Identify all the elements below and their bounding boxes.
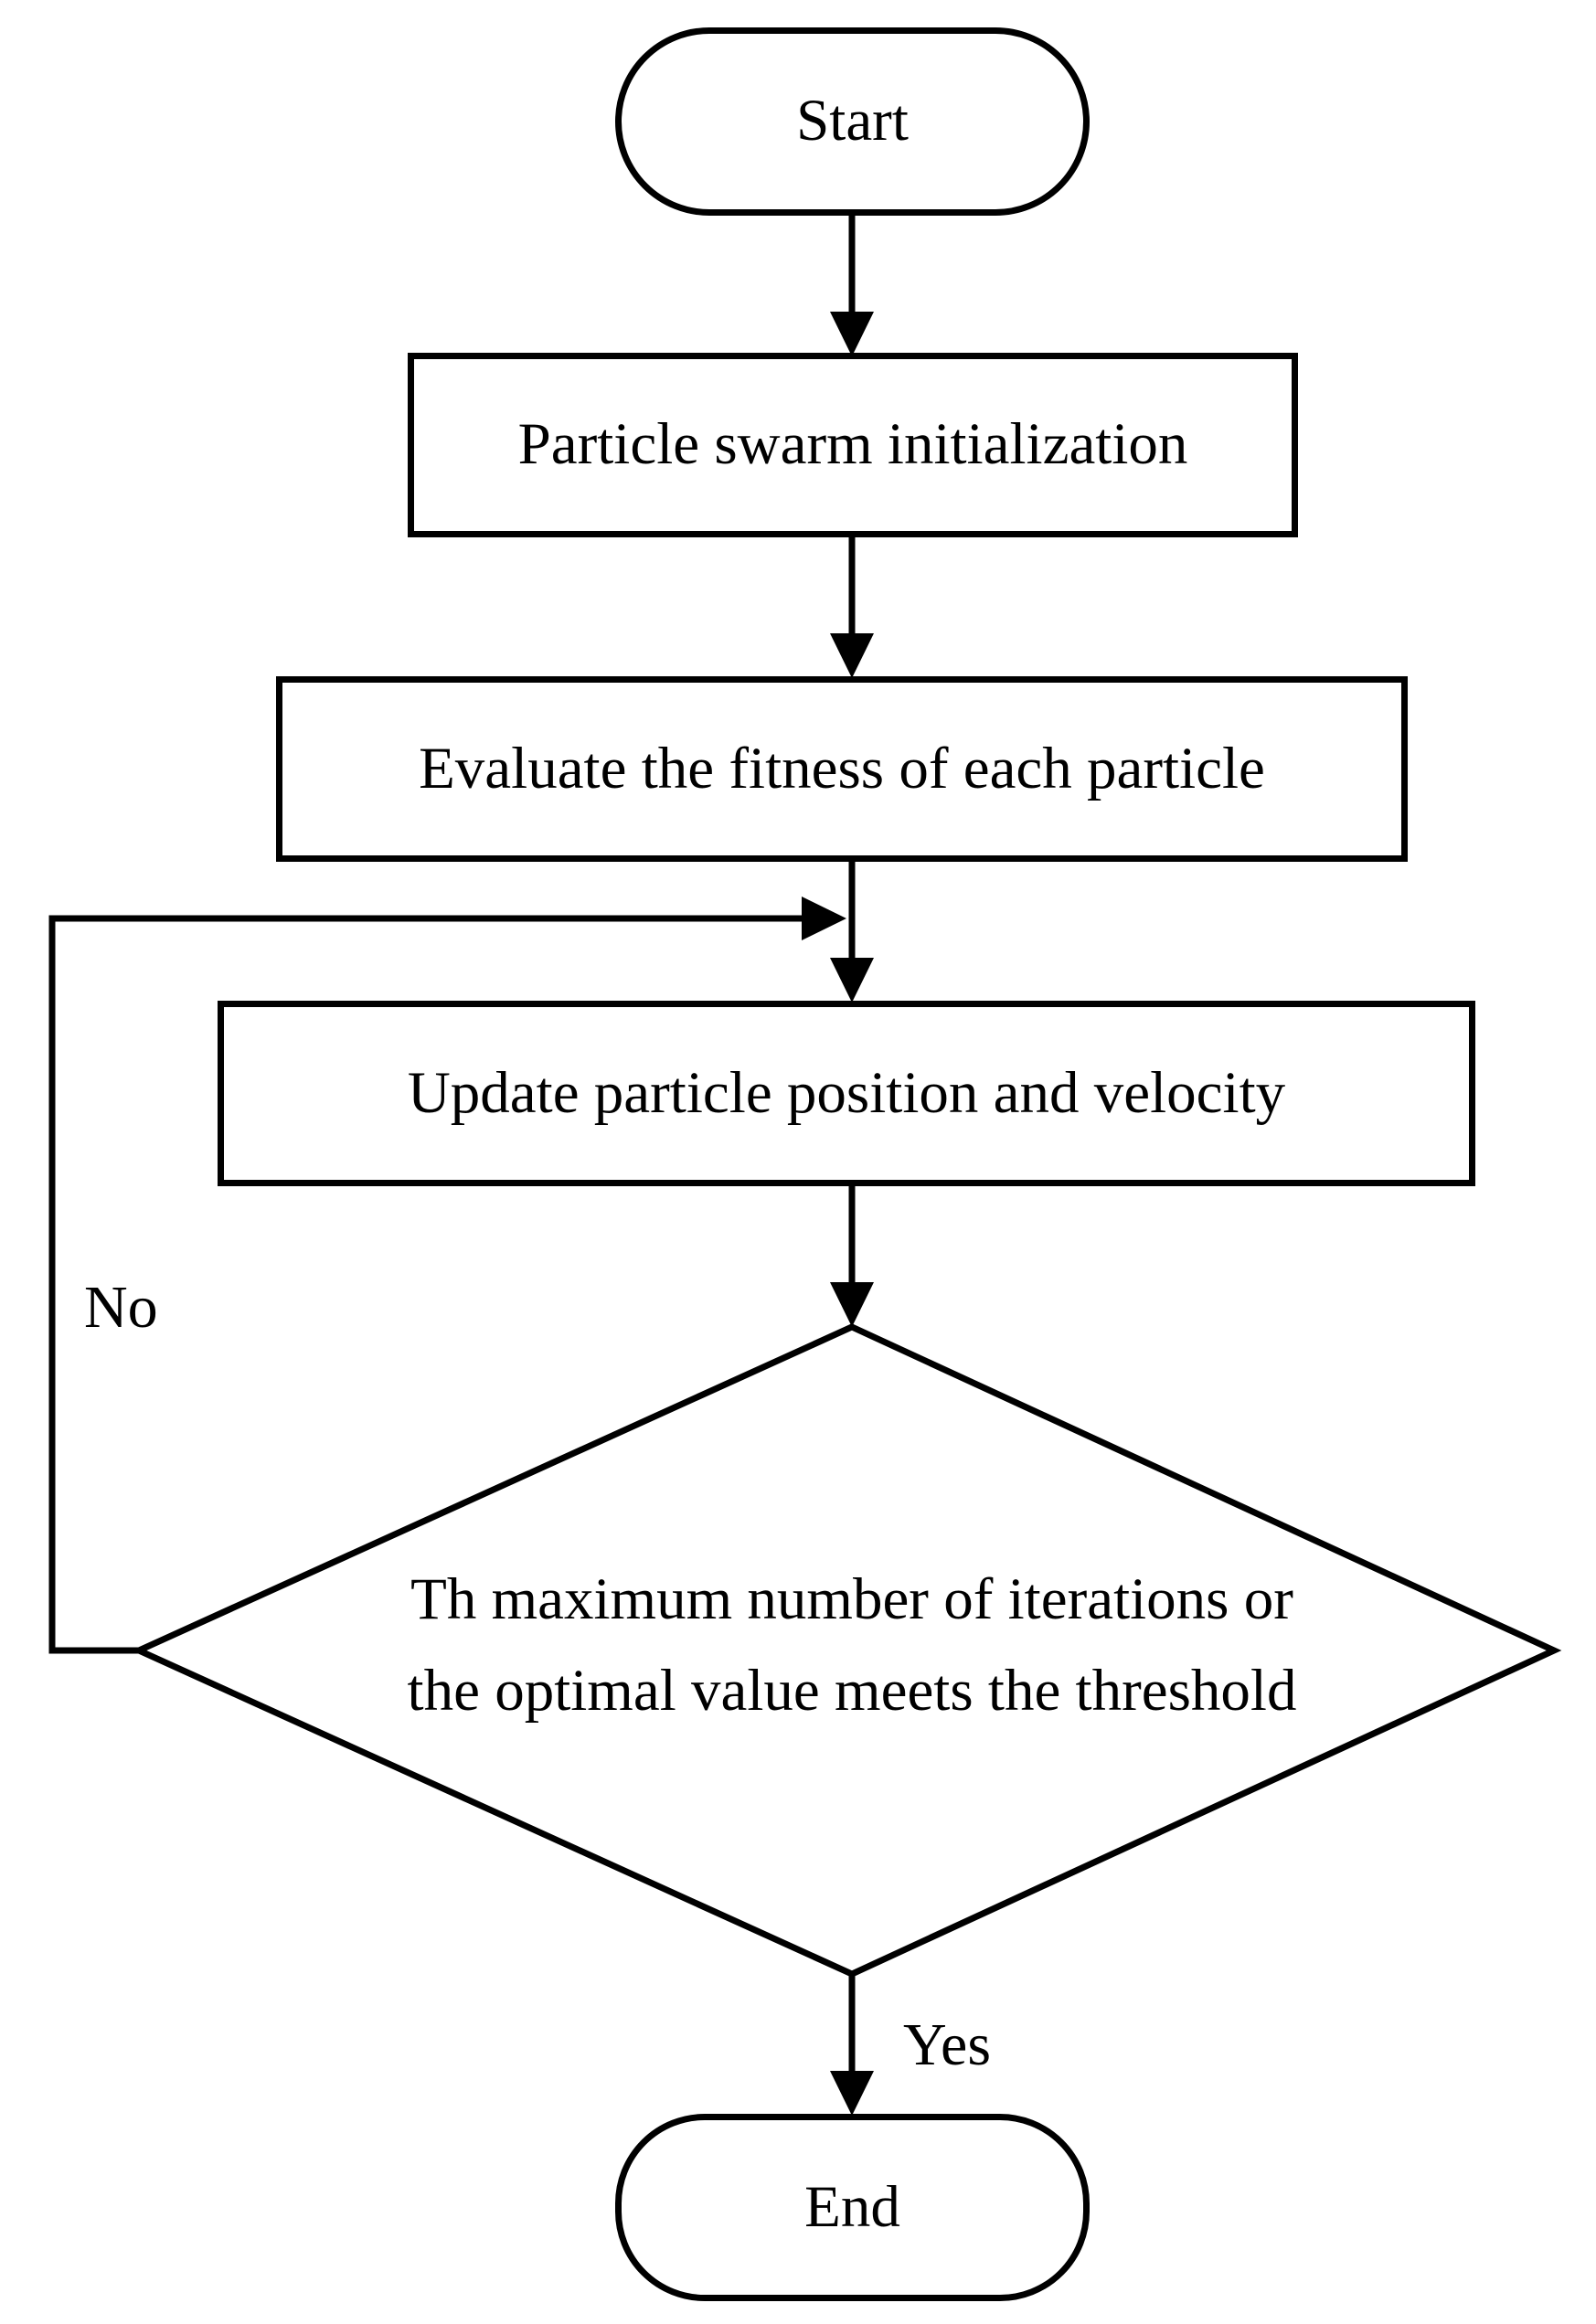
arrowhead-init-to-evaluate bbox=[830, 633, 874, 678]
decision-label-line2: the optimal value meets the threshold bbox=[407, 1658, 1297, 1724]
yes-branch-label: Yes bbox=[903, 2011, 992, 2078]
process-particle-swarm-initialization: Particle swarm initialization bbox=[408, 353, 1298, 537]
decision-diamond-label: Th maximum number of iterations or the o… bbox=[212, 1554, 1492, 1736]
start-label: Start bbox=[796, 88, 909, 154]
no-branch-label: No bbox=[84, 1274, 158, 1341]
arrowhead-decision-to-end bbox=[830, 2071, 874, 2116]
init-label: Particle swarm initialization bbox=[517, 411, 1188, 478]
evaluate-label: Evaluate the fitness of each particle bbox=[419, 735, 1265, 801]
start-terminal: Start bbox=[615, 27, 1090, 216]
end-terminal: End bbox=[615, 2114, 1090, 2301]
arrowhead-start-to-init bbox=[830, 312, 874, 356]
arrowhead-no-loop bbox=[802, 897, 846, 940]
end-label: End bbox=[804, 2173, 900, 2240]
arrowhead-evaluate-to-update bbox=[830, 958, 874, 1003]
update-label: Update particle position and velocity bbox=[407, 1059, 1286, 1126]
no-loop-line bbox=[48, 915, 803, 1654]
arrowhead-update-to-decision bbox=[830, 1282, 874, 1327]
decision-label-line1: Th maximum number of iterations or bbox=[410, 1566, 1293, 1632]
process-update-position-velocity: Update particle position and velocity bbox=[218, 1001, 1475, 1186]
process-evaluate-fitness: Evaluate the fitness of each particle bbox=[276, 676, 1408, 862]
